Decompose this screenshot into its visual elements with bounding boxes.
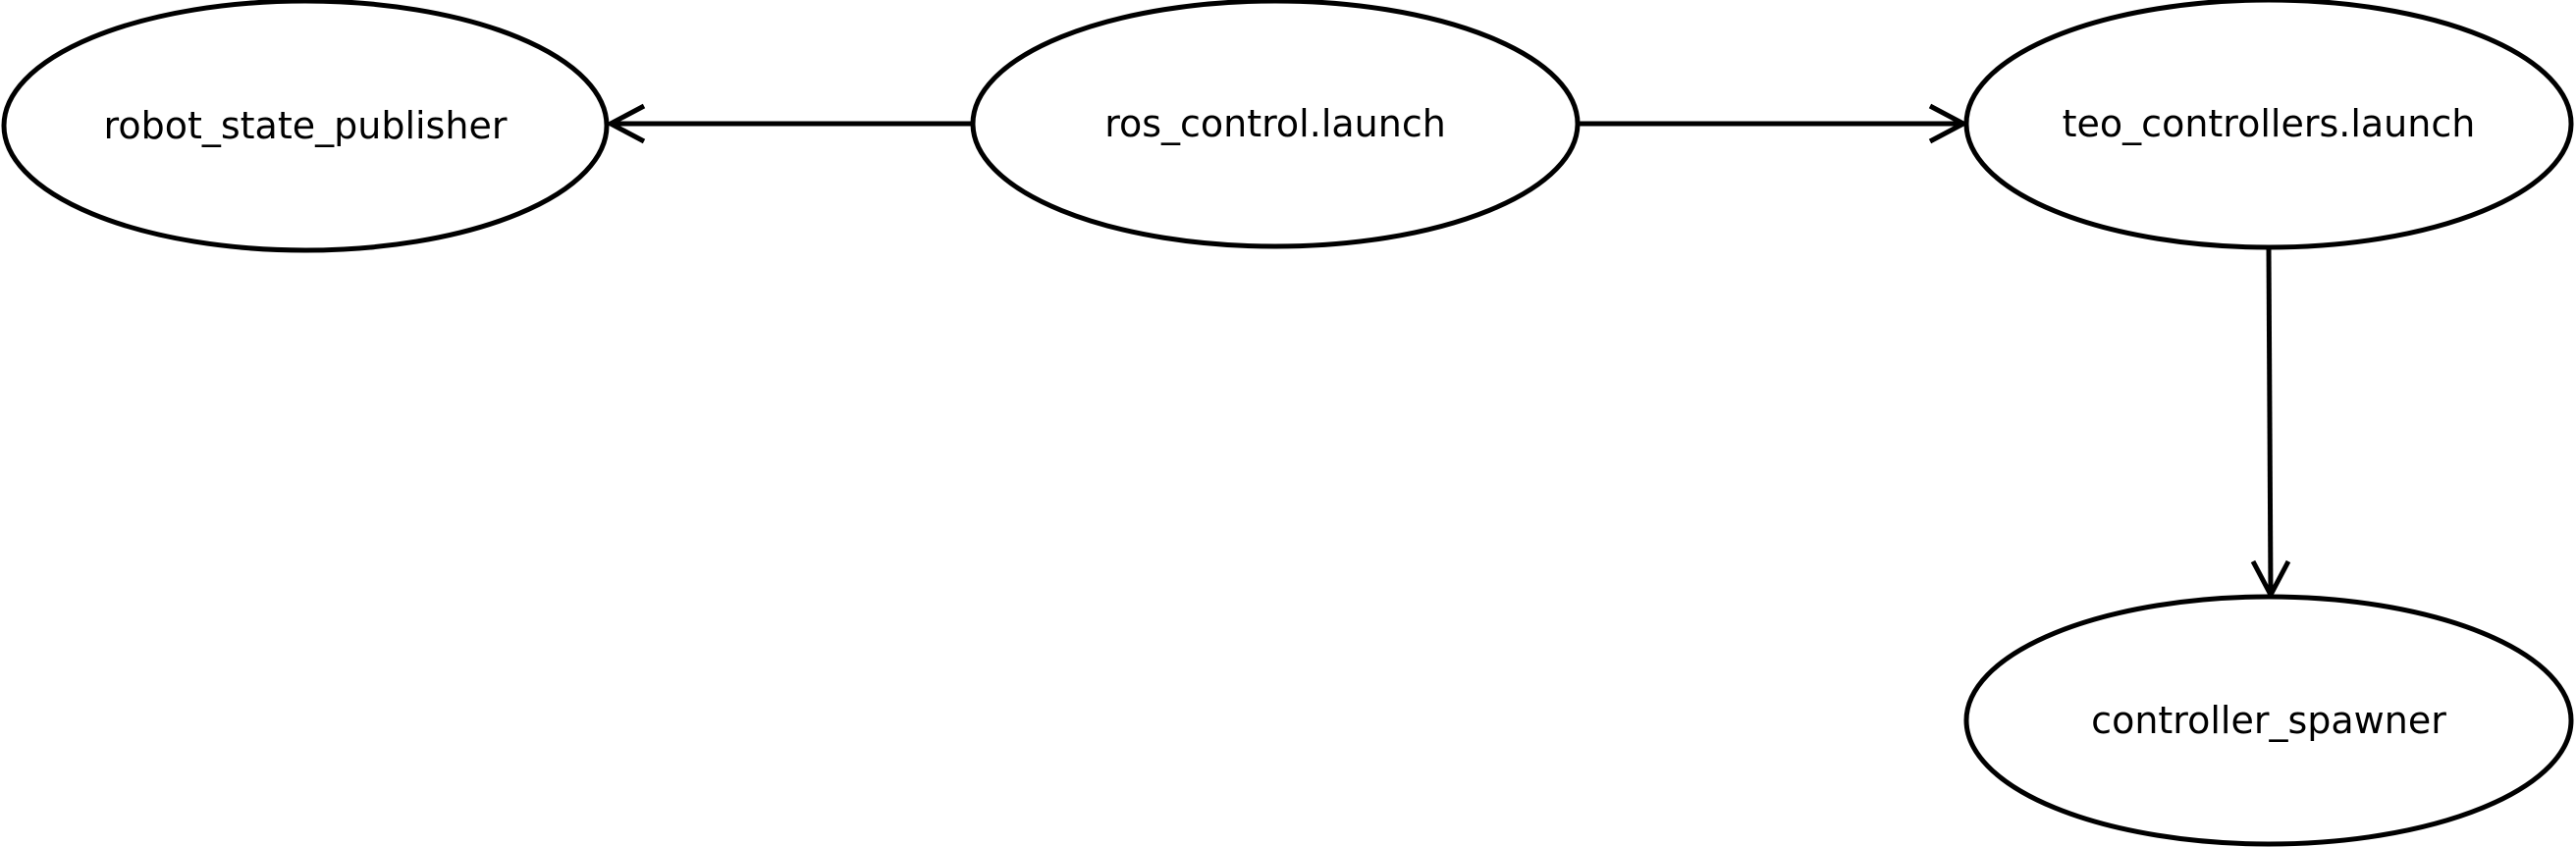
node-label-teo-controllers-launch: teo_controllers.launch bbox=[2063, 102, 2476, 145]
node-label-robot-state-publisher: robot_state_publisher bbox=[104, 104, 508, 147]
edge-ros-control-to-teo-controllers bbox=[1579, 103, 1969, 144]
node-label-controller-spawner: controller_spawner bbox=[2091, 699, 2446, 742]
edge-teo-controllers-to-controller-spawner bbox=[2250, 246, 2291, 601]
node-controller-spawner: controller_spawner bbox=[1963, 594, 2574, 847]
node-label-ros-control-launch: ros_control.launch bbox=[1104, 102, 1446, 145]
node-robot-state-publisher: robot_state_publisher bbox=[1, 0, 610, 253]
node-teo-controllers-launch: teo_controllers.launch bbox=[1963, 0, 2574, 250]
edge-ros-control-to-robot-state-publisher bbox=[605, 103, 972, 144]
node-ros-control-launch: ros_control.launch bbox=[970, 0, 1581, 249]
